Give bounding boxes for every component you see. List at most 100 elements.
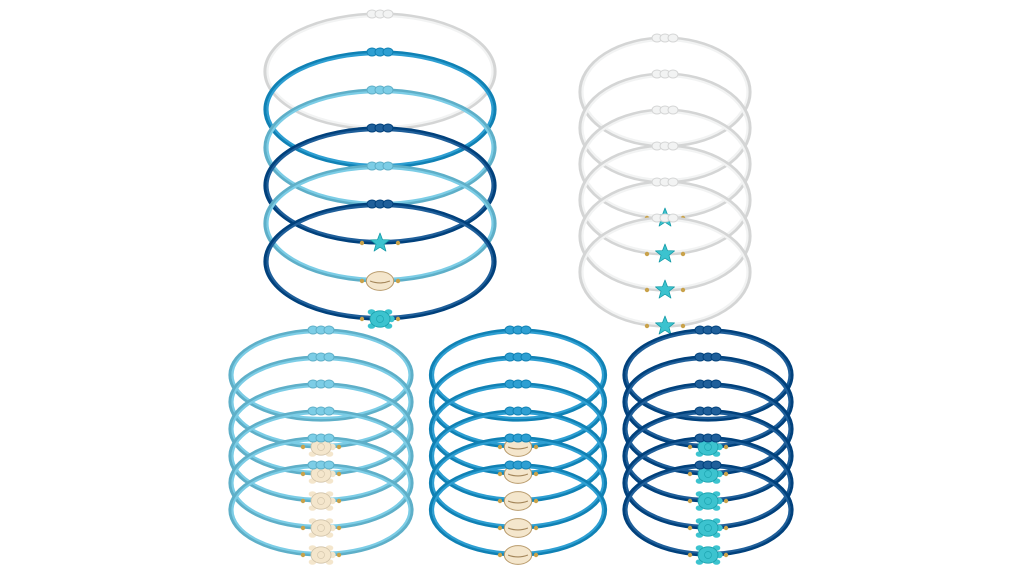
shell-slit [507,500,529,504]
gold-bead [497,444,503,450]
shell-slit [507,473,529,477]
turtle-charm [308,545,336,565]
turtle-charm [367,309,395,329]
bracelet [228,406,414,511]
bracelet [428,433,608,538]
sliding-knot [694,379,722,389]
bracelet [228,325,414,422]
cowrie-shell-charm [365,271,395,291]
sliding-knot [307,433,335,443]
cord-inner [625,330,791,420]
cord-inner [266,14,494,129]
sliding-knot [366,9,394,19]
bracelet [622,406,794,511]
gold-bead [300,471,306,477]
turtle-charm [695,545,723,565]
bracelet [622,325,794,422]
gold-bead [680,251,686,257]
bracelet [622,460,794,565]
sliding-knot [694,460,722,470]
bracelet [578,177,752,299]
sliding-knot [307,325,335,335]
bracelet [263,199,497,329]
shell-slit [507,446,529,450]
shell-slit [369,280,391,284]
cord [622,409,794,503]
gold-bead [336,498,342,504]
starfish-charm [655,243,675,263]
sliding-knot [651,69,679,79]
cord-inner [231,384,411,474]
bracelet [578,213,752,335]
bracelet [622,433,794,538]
cowrie-shell-charm [503,491,533,511]
gold-bead [497,552,503,558]
gold-bead [359,316,365,322]
gold-bead [359,240,365,246]
sliding-knot [651,33,679,43]
turtle-charm [308,518,336,538]
gold-bead [359,278,365,284]
gold-bead [395,240,401,246]
bracelet [228,460,414,565]
gold-bead [687,471,693,477]
cord-inner [266,52,494,167]
gold-bead [723,552,729,558]
cord-inner [625,411,791,501]
gold-bead [336,552,342,558]
gold-bead [680,323,686,329]
turtle-charm [308,491,336,511]
bracelet [428,460,608,565]
sliding-knot [694,352,722,362]
bracelet [228,379,414,484]
starfish-charm [655,315,675,335]
sliding-knot [694,406,722,416]
bracelet [428,325,608,422]
bracelet [263,161,497,291]
cord-inner [431,330,605,420]
cord-inner [431,384,605,474]
sliding-knot [504,325,532,335]
turtle-charm [695,518,723,538]
gold-bead [644,287,650,293]
gold-bead [687,444,693,450]
bracelet [578,141,752,263]
gold-bead [687,498,693,504]
cord-inner [231,411,411,501]
sliding-knot [366,85,394,95]
gold-bead [533,552,539,558]
sliding-knot [366,199,394,209]
gold-bead [300,444,306,450]
gold-bead [395,316,401,322]
sliding-knot [504,433,532,443]
sliding-knot [366,123,394,133]
gold-bead [497,498,503,504]
shell-slit [507,527,529,531]
gold-bead [533,498,539,504]
cord-inner [231,330,411,420]
sliding-knot [307,379,335,389]
gold-bead [533,444,539,450]
gold-bead [723,498,729,504]
gold-bead [680,287,686,293]
sliding-knot [694,433,722,443]
gold-bead [336,525,342,531]
turtle-charm [695,491,723,511]
sliding-knot [651,177,679,187]
cord-inner [266,166,494,281]
sliding-knot [504,379,532,389]
sliding-knot [504,352,532,362]
gold-bead [723,444,729,450]
gold-bead [497,471,503,477]
gold-bead [336,444,342,450]
sliding-knot [651,141,679,151]
sliding-knot [651,105,679,115]
gold-bead [687,552,693,558]
cowrie-shell-charm [503,518,533,538]
starfish-charm [655,279,675,299]
gold-bead [395,278,401,284]
cord-inner [266,90,494,205]
cowrie-shell-charm [503,545,533,565]
bracelet [228,433,414,538]
gold-bead [300,498,306,504]
